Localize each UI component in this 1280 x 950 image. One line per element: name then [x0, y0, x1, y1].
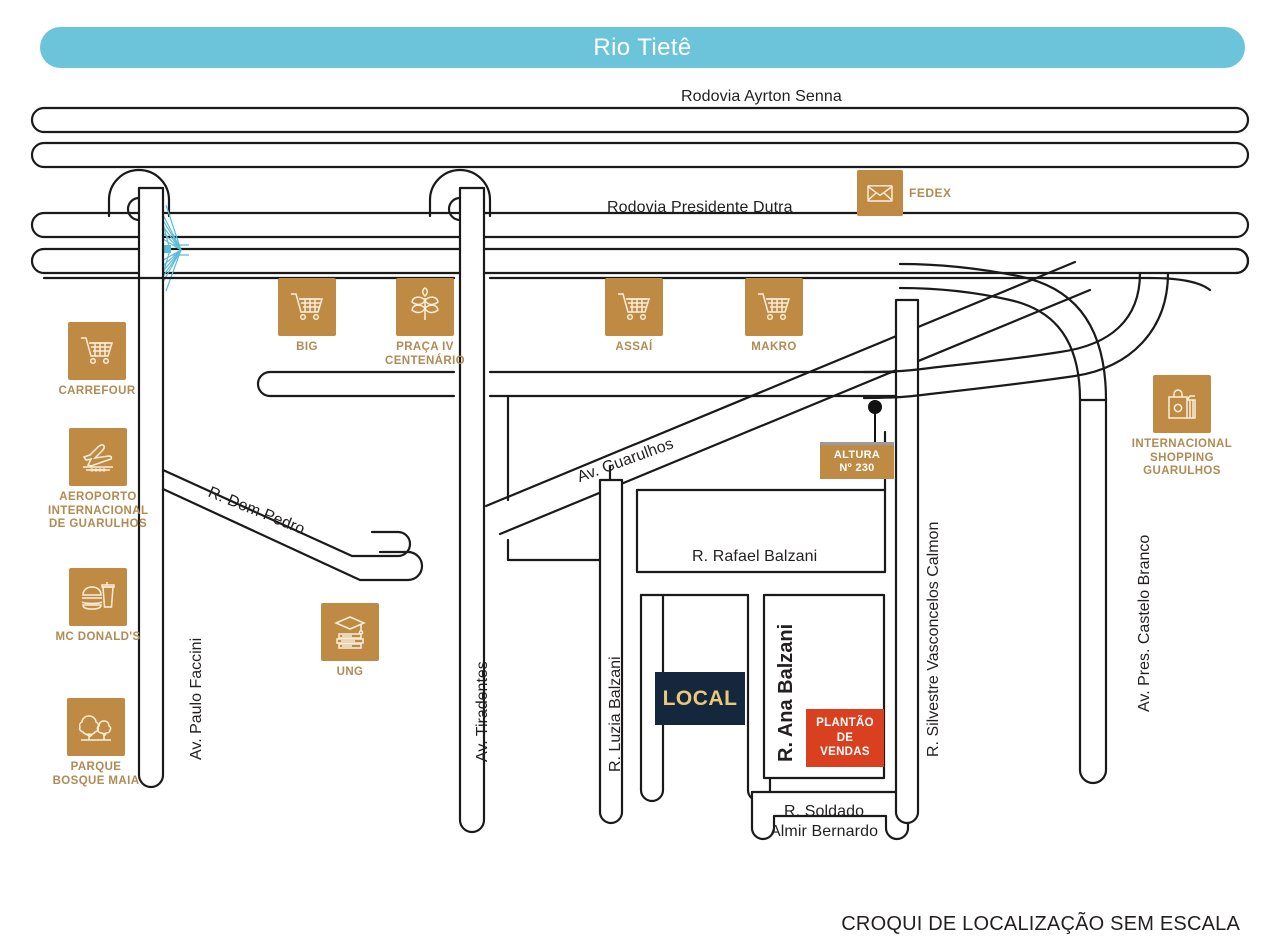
road-r-dom-pedro — [161, 468, 424, 582]
river-label: Rio Tietê — [593, 33, 692, 61]
poi-fedex[interactable]: FEDEX — [857, 170, 952, 216]
footer-caption: CROQUI DE LOCALIZAÇÃO SEM ESCALA — [841, 913, 1240, 935]
poi-label-line: DE GUARULHOS — [48, 518, 148, 531]
graduation-books-icon — [321, 603, 379, 661]
label-r-luzia-balzani: R. Luzia Balzani — [607, 656, 624, 772]
label-rodovia-presidente-dutra: Rodovia Presidente Dutra — [607, 199, 793, 216]
label-av-paulo-faccini: Av. Paulo Faccini — [188, 637, 205, 760]
poi-label: BIG — [265, 341, 349, 355]
poi-label-line: PARQUE — [70, 761, 122, 773]
poi-label-line: INTERNACIONAL — [48, 504, 149, 517]
poi-assai[interactable]: ASSAÍ — [592, 278, 676, 355]
poi-label-line: SHOPPING — [1150, 451, 1214, 464]
poi-ung[interactable]: UNG — [308, 603, 392, 680]
road-presidente-dutra — [30, 211, 1250, 275]
poi-label-line: AEROPORTO — [59, 491, 137, 503]
poi-makro[interactable]: MAKRO — [732, 278, 816, 355]
interchange-castelo-branco — [862, 247, 1250, 400]
road-r-luzia-balzani — [598, 478, 624, 825]
poi-carrefour[interactable]: CARREFOUR — [55, 322, 139, 399]
altura-line-1: ALTURA — [833, 449, 881, 462]
poi-label: PARQUE BOSQUE MAIA — [48, 761, 144, 788]
poi-label-line: CARREFOUR — [58, 385, 136, 397]
poi-aeroporto-internacional-de-guarulhos[interactable]: AEROPORTO INTERNACIONAL DE GUARULHOS — [48, 428, 148, 532]
poi-label-line: BOSQUE MAIA — [52, 774, 140, 787]
airplane-icon — [69, 428, 127, 486]
local-marker[interactable]: LOCAL — [655, 672, 745, 725]
altura-label-box: ALTURA Nº 230 — [820, 442, 894, 479]
poi-mc-donalds[interactable]: MC DONALD'S — [52, 568, 144, 645]
road-r-rafael-balzani — [635, 430, 887, 574]
poi-label-line: ASSAÍ — [615, 341, 653, 353]
poi-label: MC DONALD'S — [52, 631, 144, 645]
label-av-tiradentes: Av. Tiradentes — [474, 661, 491, 762]
shopping-cart-icon — [278, 278, 336, 336]
road-r-silvestre-vasconcelos-calmon — [894, 298, 920, 825]
poi-praca-iv-centenario[interactable]: PRAÇA IV CENTENÁRIO — [377, 278, 473, 368]
label-av-pres-castelo-branco: Av. Pres. Castelo Branco — [1136, 534, 1153, 712]
road-ayrton-senna — [30, 106, 1250, 169]
shopping-bag-icon — [1153, 375, 1211, 433]
road-r-soldado-almir-bernardo — [750, 790, 910, 841]
envelope-icon — [857, 170, 903, 216]
plantao-de-vendas-marker[interactable]: PLANTÃO DE VENDAS — [806, 709, 884, 767]
burger-drink-icon — [69, 568, 127, 626]
river-banner: Rio Tietê — [40, 27, 1245, 68]
road-av-guarulhos — [484, 260, 1092, 536]
plantao-line-1: PLANTÃO — [816, 717, 874, 730]
poi-label: INTERNACIONAL SHOPPING GUARULHOS — [1127, 438, 1237, 479]
poi-label-line: BIG — [296, 341, 318, 353]
leaf-plant-icon — [396, 278, 454, 336]
poi-label: AEROPORTO INTERNACIONAL DE GUARULHOS — [48, 491, 148, 532]
label-r-silvestre-vasconcelos-calmon: R. Silvestre Vasconcelos Calmon — [925, 521, 942, 757]
shopping-cart-icon — [605, 278, 663, 336]
pin-stem — [874, 406, 876, 444]
label-line-1: R. Soldado — [783, 803, 865, 820]
local-label: LOCAL — [662, 686, 738, 710]
road-av-tiradentes — [458, 186, 486, 834]
poi-label: MAKRO — [732, 341, 816, 355]
road-av-pres-castelo-branco — [898, 262, 1108, 785]
poi-big[interactable]: BIG — [265, 278, 349, 355]
trees-icon — [67, 698, 125, 756]
poi-label-line: MAKRO — [751, 341, 797, 353]
plantao-line-3: VENDAS — [820, 746, 870, 759]
poi-label-line: INTERNACIONAL — [1131, 438, 1233, 450]
label-line-2: Almir Bernardo — [770, 823, 879, 840]
poi-label-line: CENTENÁRIO — [384, 354, 466, 367]
road-av-paulo-faccini — [137, 186, 165, 789]
label-rodovia-ayrton-senna: Rodovia Ayrton Senna — [681, 88, 842, 105]
poi-label-line: PRAÇA IV — [396, 341, 454, 353]
altura-line-2: Nº 230 — [839, 462, 875, 474]
label-r-soldado-almir-bernardo: R. Soldado Almir Bernardo — [770, 802, 878, 842]
shopping-cart-icon — [745, 278, 803, 336]
poi-label: PRAÇA IV CENTENÁRIO — [377, 341, 473, 368]
label-r-ana-balzani: R. Ana Balzani — [775, 623, 797, 762]
label-r-rafael-balzani: R. Rafael Balzani — [692, 548, 818, 565]
poi-label: UNG — [308, 666, 392, 680]
poi-label-line: UNG — [336, 666, 364, 678]
poi-internacional-shopping-guarulhos[interactable]: INTERNACIONAL SHOPPING GUARULHOS — [1127, 375, 1237, 479]
road-east-stub — [1148, 276, 1212, 292]
poi-parque-bosque-maia[interactable]: PARQUE BOSQUE MAIA — [48, 698, 144, 788]
poi-label: ASSAÍ — [592, 341, 676, 355]
poi-label: FEDEX — [909, 186, 952, 200]
shopping-cart-icon — [68, 322, 126, 380]
poi-label: CARREFOUR — [55, 385, 139, 399]
poi-label-line: MC DONALD'S — [55, 631, 141, 643]
plantao-line-2: DE — [836, 731, 854, 744]
poi-label-line: GUARULHOS — [1143, 465, 1221, 478]
block-outlines-center — [506, 394, 612, 702]
